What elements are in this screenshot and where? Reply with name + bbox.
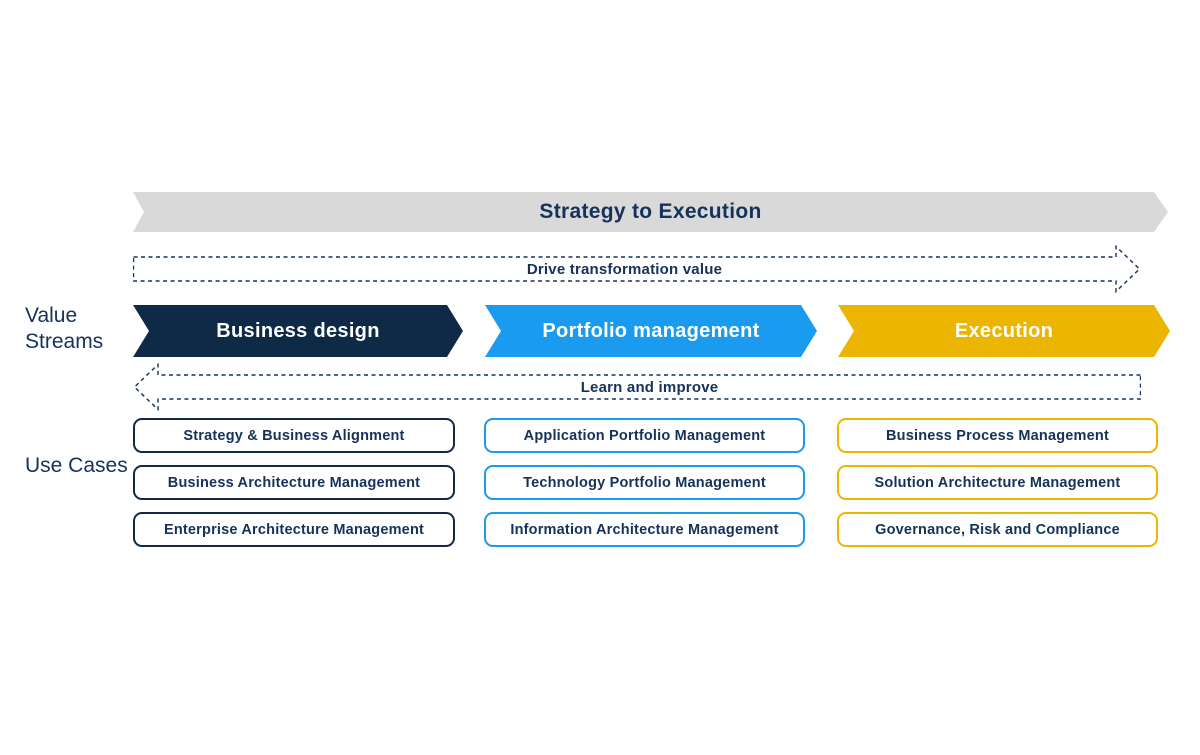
use-case-label: Solution Architecture Management	[874, 474, 1121, 491]
strategy-banner: Strategy to Execution	[133, 192, 1168, 232]
learn-and-improve-flow: Learn and improve	[133, 363, 1141, 411]
learn-and-improve-label: Learn and improve	[580, 378, 719, 396]
dotted-arrow-right-icon	[133, 245, 1141, 293]
use-case-application-portfolio-management: Application Portfolio Management	[484, 418, 805, 453]
use-case-label: Enterprise Architecture Management	[163, 521, 425, 538]
use-case-business-process-management: Business Process Management	[837, 418, 1158, 453]
use-case-governance-risk-compliance: Governance, Risk and Compliance	[837, 512, 1158, 547]
use-case-technology-portfolio-management: Technology Portfolio Management	[484, 465, 805, 500]
use-case-label: Strategy & Business Alignment	[183, 427, 405, 444]
value-stream-label: Execution	[954, 319, 1054, 342]
value-stream-portfolio-management: Portfolio management	[485, 305, 817, 357]
use-case-strategy-business-alignment: Strategy & Business Alignment	[133, 418, 455, 453]
use-case-label: Business Architecture Management	[167, 474, 421, 491]
value-streams-label: Value Streams	[25, 304, 104, 354]
use-case-label: Governance, Risk and Compliance	[875, 521, 1120, 538]
banner-title: Strategy to Execution	[539, 200, 762, 223]
use-case-label: Technology Portfolio Management	[523, 474, 766, 491]
use-case-label: Application Portfolio Management	[523, 427, 766, 444]
use-case-label: Information Architecture Management	[510, 521, 779, 538]
use-case-label: Business Process Management	[886, 427, 1109, 444]
use-case-information-architecture-management: Information Architecture Management	[484, 512, 805, 547]
drive-transformation-label: Drive transformation value	[526, 260, 723, 278]
drive-transformation-flow: Drive transformation value	[133, 245, 1141, 293]
use-case-business-architecture-management: Business Architecture Management	[133, 465, 455, 500]
use-cases-label: Use Cases	[25, 454, 128, 477]
value-stream-label: Portfolio management	[542, 319, 760, 342]
use-case-solution-architecture-management: Solution Architecture Management	[837, 465, 1158, 500]
value-stream-label: Business design	[216, 319, 380, 342]
value-stream-business-design: Business design	[133, 305, 463, 357]
dotted-arrow-left-icon	[133, 363, 1141, 411]
use-case-enterprise-architecture-management: Enterprise Architecture Management	[133, 512, 455, 547]
value-stream-execution: Execution	[838, 305, 1170, 357]
